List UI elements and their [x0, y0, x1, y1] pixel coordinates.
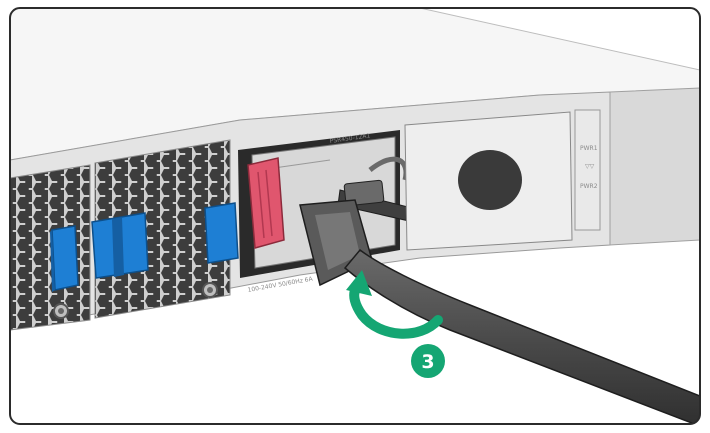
slot-label-pwr2: PWR2 — [580, 183, 598, 190]
slot-arrow-label: ▽▽ — [585, 163, 595, 170]
step-badge: 3 — [411, 344, 445, 378]
fan-module-left — [10, 164, 91, 331]
step-number: 3 — [421, 351, 434, 373]
power-cable[interactable] — [343, 248, 710, 430]
blue-handle-left[interactable] — [50, 225, 79, 292]
figure-frame — [9, 7, 701, 425]
curved-arrow-icon — [346, 270, 443, 339]
empty-psu-slot — [404, 111, 573, 251]
chassis-side — [609, 87, 700, 246]
slot-label-pwr1: PWR1 — [580, 145, 598, 152]
red-latch[interactable] — [247, 157, 285, 249]
blue-handle-center[interactable] — [91, 212, 149, 279]
slot-indicator: PWR1 ▽▽ PWR2 — [574, 109, 601, 231]
blue-handle-psu[interactable] — [204, 202, 239, 264]
